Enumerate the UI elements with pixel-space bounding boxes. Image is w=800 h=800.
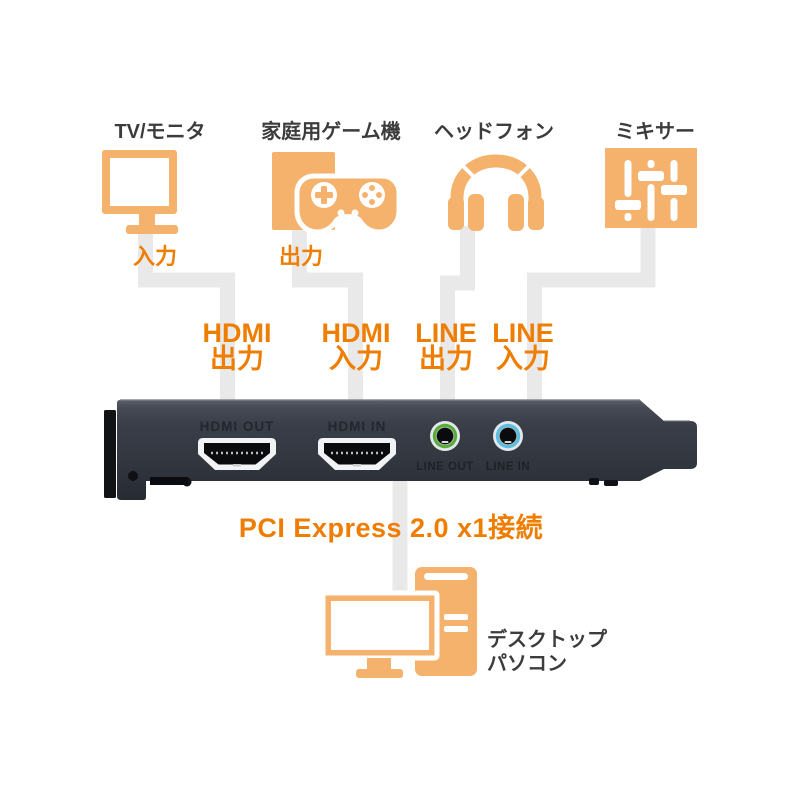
console-direction-tag: 出力 bbox=[278, 244, 324, 269]
line-in-port-label-line1: LINE bbox=[492, 318, 554, 348]
capture-card: HDMI OUT HDMI IN bbox=[104, 399, 697, 500]
card-body bbox=[117, 400, 697, 500]
tv-label: TV/モニタ bbox=[114, 121, 206, 143]
hdmi-out-port-label: HDMI 出力 bbox=[202, 318, 272, 374]
tv-direction-tag: 入力 bbox=[132, 244, 178, 269]
line-in-engraving: LINE IN bbox=[486, 461, 530, 473]
hdmi-out-port-label-line1: HDMI bbox=[202, 318, 272, 348]
hdmi-in-port bbox=[318, 438, 396, 470]
monitor-icon-stand bbox=[139, 214, 155, 225]
mixer-icon bbox=[605, 148, 697, 228]
gamepad-icon bbox=[294, 173, 402, 235]
headphones-label: ヘッドフォン bbox=[434, 121, 554, 143]
mixer-label: ミキサー bbox=[615, 121, 695, 143]
card-bracket-flange bbox=[104, 410, 116, 498]
monitor-icon bbox=[102, 150, 177, 214]
console-connector-line bbox=[292, 224, 363, 400]
line-in-jack bbox=[493, 421, 523, 451]
hdmi-in-port-label-line1: HDMI bbox=[321, 318, 391, 348]
monitor-icon-base bbox=[126, 225, 178, 234]
hdmi-out-port bbox=[198, 438, 276, 470]
desktop-pc-label-line1: デスクトップ bbox=[487, 629, 607, 651]
hdmi-in-engraving: HDMI IN bbox=[328, 419, 387, 434]
line-out-port-label-line2: 出力 bbox=[418, 344, 473, 374]
headphones-connector-line bbox=[440, 226, 475, 400]
line-out-engraving: LINE OUT bbox=[416, 461, 474, 473]
pcie-connection-label: PCI Express 2.0 x1接続 bbox=[238, 513, 544, 543]
line-out-port-label: LINE 出力 bbox=[415, 318, 477, 374]
mixer-connector-line bbox=[527, 224, 656, 400]
hdmi-in-port-label: HDMI 入力 bbox=[321, 318, 391, 374]
line-out-jack bbox=[430, 421, 460, 451]
hdmi-out-engraving: HDMI OUT bbox=[200, 419, 275, 434]
headphones-icon bbox=[448, 154, 544, 231]
hdmi-in-port-label-line2: 入力 bbox=[329, 344, 383, 374]
line-out-port-label-line1: LINE bbox=[415, 318, 477, 348]
game-console-label: 家庭用ゲーム機 bbox=[261, 121, 401, 143]
line-in-port-label: LINE 入力 bbox=[492, 318, 554, 374]
desktop-pc-label-line2: パソコン bbox=[487, 653, 567, 675]
hdmi-out-port-label-line2: 出力 bbox=[210, 344, 264, 374]
line-in-port-label-line2: 入力 bbox=[495, 344, 550, 374]
desktop-pc-label: デスクトップ パソコン bbox=[487, 628, 607, 676]
tv-connector-line bbox=[138, 226, 235, 400]
desktop-pc-icon bbox=[320, 567, 477, 678]
